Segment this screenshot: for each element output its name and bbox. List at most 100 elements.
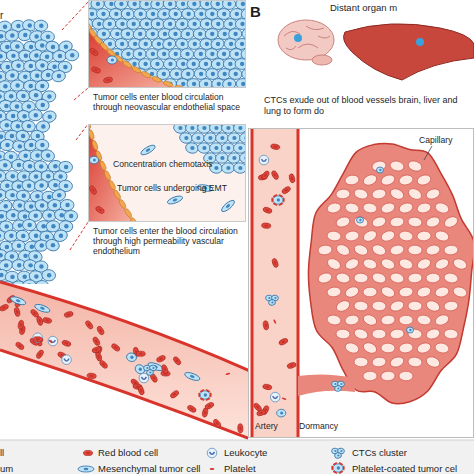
red-blood-cell — [262, 206, 272, 214]
tumor-cell — [22, 218, 37, 231]
red-blood-cell — [187, 404, 198, 413]
cell-nucleus — [29, 143, 33, 147]
organ-icon — [286, 46, 296, 50]
capillary-illustration — [326, 256, 343, 271]
cell-nucleus — [6, 65, 10, 69]
cell-nucleus — [181, 62, 185, 66]
cell-nucleus — [268, 297, 270, 299]
red-blood-cell — [34, 333, 44, 343]
cell-nucleus — [17, 184, 21, 188]
cell-center — [139, 353, 143, 355]
cell-nucleus — [46, 174, 50, 178]
tumor-cell — [139, 59, 152, 70]
capillary-illustration — [425, 299, 442, 313]
capillary-illustration — [408, 272, 423, 283]
cell-center — [95, 339, 99, 343]
capillary-illustration — [452, 285, 468, 298]
cell-nucleus — [205, 2, 209, 6]
cell-center — [38, 352, 42, 356]
blood-vessel — [88, 26, 180, 88]
cell-nucleus — [241, 2, 245, 6]
cell-nucleus — [208, 136, 212, 140]
capillary-illustration — [317, 271, 333, 285]
tumor-cell — [180, 48, 194, 59]
red-blood-cell — [161, 364, 169, 374]
cell-nucleus — [359, 219, 361, 221]
cell-nucleus — [0, 193, 2, 197]
cell-nucleus — [232, 156, 236, 160]
cell-nucleus — [23, 33, 27, 37]
cell-nucleus — [199, 52, 203, 56]
cell-center — [99, 328, 103, 332]
cell-nucleus — [235, 52, 239, 56]
capillary-illustration — [372, 329, 386, 339]
red-blood-cell — [172, 356, 182, 366]
figure-label: r — [0, 10, 14, 22]
cell-nucleus — [51, 45, 55, 49]
cell-nucleus — [210, 12, 214, 16]
capillary-illustration — [389, 299, 405, 313]
cell-nucleus — [39, 183, 43, 187]
capillary-illustration — [371, 160, 387, 172]
cell-nucleus — [152, 367, 154, 369]
capillary-illustration — [326, 314, 342, 326]
red-blood-cell — [137, 385, 145, 395]
capillary-illustration — [344, 285, 361, 299]
platelet — [333, 462, 338, 466]
capillary-illustration — [416, 314, 431, 326]
cell-nucleus — [151, 12, 155, 16]
cell-nucleus — [15, 104, 19, 108]
cell-nucleus — [162, 12, 166, 16]
capillary-illustration — [363, 371, 377, 381]
capillary-illustration — [336, 329, 351, 339]
cell-center — [215, 421, 219, 425]
cell-center — [66, 313, 70, 316]
red-blood-cell — [0, 303, 9, 312]
cell-nucleus — [175, 72, 179, 76]
endothelial-cell — [163, 80, 174, 88]
zoom-line — [76, 124, 88, 140]
red-blood-cell — [84, 320, 94, 331]
capillary-illustration — [407, 186, 424, 201]
cell-nucleus — [17, 243, 21, 247]
tumor-cell — [188, 38, 202, 49]
capillary-illustration — [425, 355, 442, 369]
capillary-illustration — [251, 128, 254, 438]
tumor-cell — [4, 29, 19, 42]
endothelial-cell — [91, 140, 99, 151]
cell-nucleus — [199, 12, 203, 16]
tumor-cell — [0, 158, 13, 172]
cell-nucleus — [271, 301, 273, 303]
region-label: Artery — [255, 421, 295, 431]
cell-nucleus — [41, 124, 45, 128]
cell-nucleus — [223, 72, 227, 76]
cell-nucleus — [190, 146, 194, 150]
mesenchymal-cell — [220, 199, 236, 214]
cell-center — [172, 392, 176, 396]
cell-nucleus — [155, 62, 159, 66]
cell-center — [64, 342, 68, 345]
mesenchymal-cell — [10, 295, 27, 306]
cell-nucleus — [4, 263, 8, 267]
tumor-cell — [377, 167, 384, 173]
tumor-cell — [273, 196, 283, 204]
capillary-illustration — [371, 215, 387, 228]
platelet — [210, 393, 212, 398]
capillary-illustration — [389, 244, 405, 256]
legend-panel — [0, 440, 474, 474]
tumor-cell — [334, 452, 342, 459]
legend-entry: ll — [0, 447, 4, 459]
tumor-cell — [407, 327, 414, 333]
tumor-cell — [197, 124, 211, 134]
cell-nucleus — [5, 45, 9, 49]
cell-nucleus — [130, 356, 133, 359]
cell-nucleus — [337, 454, 339, 456]
capillary-illustration — [380, 229, 397, 243]
organ-icon — [416, 38, 424, 46]
cell-nucleus — [39, 164, 43, 168]
cell-center — [175, 359, 179, 363]
cell-center — [273, 145, 277, 148]
cell-nucleus — [28, 263, 32, 267]
legend-icon — [331, 462, 344, 474]
cell-center — [265, 323, 268, 327]
